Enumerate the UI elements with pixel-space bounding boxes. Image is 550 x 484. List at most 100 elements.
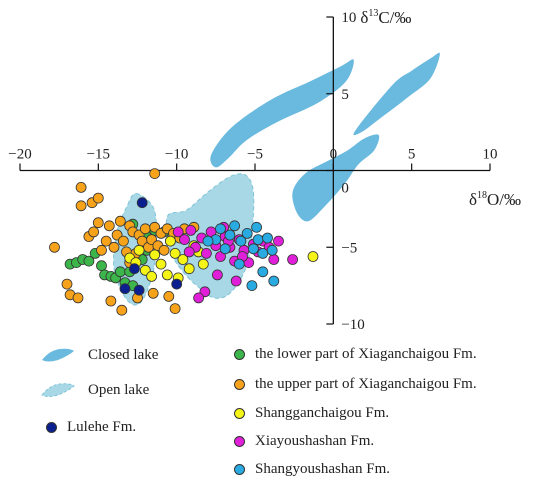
legend-shangganchaigou: Shangganchaigou Fm. (234, 405, 389, 422)
closed-lake-swatch (42, 348, 74, 362)
the-lower-part-of-xiaganchaigou-fm-point (114, 266, 126, 278)
xiayoushashan-fm-point (215, 251, 226, 262)
y-tick-label: −10 (341, 317, 364, 333)
the-upper-part-of-xiaganchaigou-fm-point (169, 303, 181, 315)
shangyoushashan-fm-point (266, 244, 278, 256)
legend-upper-xiaganchaigou: the upper part of Xiaganchaigou Fm. (234, 376, 477, 393)
lulehe-fm-point (133, 284, 145, 296)
the-upper-part-of-xiaganchaigou-fm-point (103, 220, 115, 232)
xiayoushashan-fm-point (183, 246, 195, 258)
legend-lower-xiaganchaigou: the lower part of Xiaganchaigou Fm. (234, 346, 477, 363)
legend-closed-lake: Closed lake (40, 346, 158, 364)
xiayoushashan-fm-point (200, 247, 212, 259)
shangyoushashan-fm-point (268, 275, 280, 287)
xiayoushashan-fm-point (268, 254, 280, 265)
lulehe-fm-point (119, 283, 131, 295)
lower-xiaganchaigou-marker (234, 349, 245, 360)
x-tick-label: 5 (408, 147, 416, 163)
the-upper-part-of-xiaganchaigou-fm-point (149, 168, 161, 180)
shangganchaigou-marker (234, 408, 245, 419)
shangganchaigou-fm-point (307, 251, 319, 262)
shangganchaigou-fm-point (197, 258, 209, 270)
shangganchaigou-fm-point (133, 244, 145, 256)
the-upper-part-of-xiaganchaigou-fm-point (163, 290, 175, 302)
the-upper-part-of-xiaganchaigou-fm-point (72, 292, 84, 304)
lulehe-fm-point (128, 263, 140, 275)
closed-lake-region-1 (210, 59, 354, 168)
the-upper-part-of-xiaganchaigou-fm-point (108, 241, 120, 253)
shangganchaigou-fm-point (164, 235, 176, 247)
xiayoushashan-fm-point (211, 269, 223, 281)
shangyoushashan-fm-point (235, 235, 247, 247)
x-tick-label: −10 (165, 147, 188, 163)
shangyoushashan-fm-point (233, 258, 245, 270)
the-upper-part-of-xiaganchaigou-fm-point (139, 223, 151, 235)
shangganchaigou-fm-point (177, 254, 189, 265)
x-tick-label: −20 (8, 147, 31, 163)
y-tick-label: 10 (341, 10, 356, 26)
shangyoushashan-fm-point (257, 247, 269, 259)
the-lower-part-of-xiaganchaigou-fm-point (83, 255, 95, 267)
y-tick-label: −5 (341, 240, 357, 256)
legend-label-upper-xiaganchaigou: the upper part of Xiaganchaigou Fm. (255, 376, 477, 392)
the-upper-part-of-xiaganchaigou-fm-point (100, 235, 112, 247)
shangyoushashan-fm-point (246, 280, 258, 292)
the-upper-part-of-xiaganchaigou-fm-point (116, 304, 128, 316)
shangyoushashan-fm-point (224, 229, 236, 241)
legend-xiayoushashan: Xiayoushashan Fm. (234, 433, 374, 450)
shangyoushashan-fm-point (202, 235, 214, 247)
xiayoushashan-fm-point (193, 292, 205, 304)
shangyoushashan-fm-point (241, 227, 253, 239)
the-upper-part-of-xiaganchaigou-fm-point (147, 287, 159, 299)
the-upper-part-of-xiaganchaigou-fm-point (158, 244, 170, 256)
legend-label-lulehe: Lulehe Fm. (67, 419, 137, 435)
legend-lulehe: Lulehe Fm. (46, 419, 136, 436)
lulehe-fm-point (136, 197, 148, 209)
shangyoushashan-marker (234, 464, 245, 475)
upper-xiaganchaigou-marker (234, 379, 245, 390)
the-upper-part-of-xiaganchaigou-fm-point (105, 295, 117, 307)
shangganchaigou-fm-point (169, 247, 181, 259)
shangyoushashan-fm-point (262, 232, 273, 244)
the-upper-part-of-xiaganchaigou-fm-point (75, 181, 87, 193)
y-tick-label: 0 (341, 181, 349, 197)
shangganchaigou-fm-point (183, 263, 195, 275)
xiayoushashan-fm-point (287, 254, 299, 265)
legend-label-open-lake: Open lake (88, 381, 150, 398)
the-upper-part-of-xiaganchaigou-fm-point (61, 278, 73, 290)
legend-label-shangganchaigou: Shangganchaigou Fm. (255, 405, 390, 421)
the-upper-part-of-xiaganchaigou-fm-point (88, 226, 99, 238)
y-axis-title: δ13C/‰ (360, 8, 411, 27)
axes (19, 16, 491, 325)
shangyoushashan-fm-point (252, 234, 264, 246)
shangganchaigou-fm-point (149, 249, 161, 261)
legend-open-lake: Open lake (40, 381, 149, 399)
legend-label-shangyoushashan: Shangyoushashan Fm. (255, 461, 390, 477)
closed-lake-region-3 (292, 134, 380, 222)
legend-shangyoushashan: Shangyoushashan Fm. (234, 461, 390, 478)
legend-label-lower-xiaganchaigou: the lower part of Xiaganchaigou Fm. (255, 346, 477, 362)
shangyoushashan-fm-point (215, 223, 226, 235)
x-tick-label: −15 (87, 147, 110, 163)
shangyoushashan-fm-point (219, 243, 231, 255)
data-points (49, 168, 319, 316)
shangganchaigou-fm-point (146, 270, 158, 282)
xiayoushashan-marker (234, 436, 245, 447)
closed-lake-region-2 (353, 52, 440, 136)
xiayoushashan-fm-point (185, 224, 197, 236)
xiayoushashan-fm-point (172, 226, 184, 238)
the-upper-part-of-xiaganchaigou-fm-point (75, 200, 87, 212)
shangganchaigou-fm-point (155, 258, 167, 270)
the-upper-part-of-xiaganchaigou-fm-point (118, 235, 129, 247)
the-upper-part-of-xiaganchaigou-fm-point (49, 241, 60, 253)
xiayoushashan-fm-point (179, 234, 190, 246)
open-lake-swatch (41, 383, 75, 397)
shangganchaigou-fm-point (161, 269, 173, 281)
the-upper-part-of-xiaganchaigou-fm-point (114, 215, 126, 227)
legend-label-xiayoushashan: Xiayoushashan Fm. (255, 433, 375, 449)
the-upper-part-of-xiaganchaigou-fm-point (92, 192, 104, 204)
y-tick-label: 5 (341, 87, 349, 103)
the-upper-part-of-xiaganchaigou-fm-point (96, 244, 107, 256)
legend-label-closed-lake: Closed lake (88, 346, 159, 363)
